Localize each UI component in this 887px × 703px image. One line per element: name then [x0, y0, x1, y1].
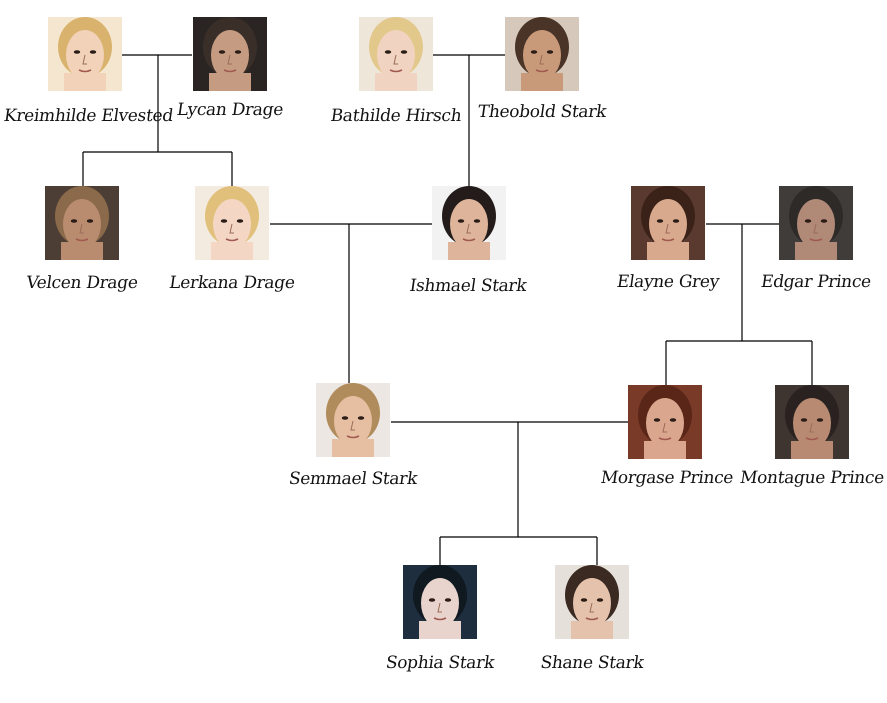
portrait-sophia: [403, 565, 477, 639]
person-name-shane: Shane Stark: [539, 653, 645, 673]
portrait-montague: [775, 385, 849, 459]
portrait-edgar: [779, 186, 853, 260]
person-name-sophia: Sophia Stark: [384, 653, 496, 673]
portrait-morgase: [628, 385, 702, 459]
portrait-lycan: [193, 17, 267, 91]
person-name-velcen: Velcen Drage: [24, 273, 140, 293]
person-name-morgase: Morgase Prince: [599, 468, 735, 488]
person-name-elayne: Elayne Grey: [615, 272, 721, 292]
person-name-semmael: Semmael Stark: [287, 469, 419, 489]
portrait-theobold: [505, 17, 579, 91]
portrait-bathilde: [359, 17, 433, 91]
portrait-kreimhilde: [48, 17, 122, 91]
person-name-ishmael: Ishmael Stark: [408, 276, 528, 296]
portrait-lerkana: [195, 186, 269, 260]
person-name-theobold: Theobold Stark: [476, 102, 608, 122]
person-name-kreimhilde: Kreimhilde Elvested: [2, 106, 175, 126]
person-name-montague: Montague Prince: [738, 468, 886, 488]
person-name-edgar: Edgar Prince: [759, 272, 873, 292]
portrait-elayne: [631, 186, 705, 260]
portrait-ishmael: [432, 186, 506, 260]
portrait-velcen: [45, 186, 119, 260]
person-name-lerkana: Lerkana Drage: [167, 273, 297, 293]
person-name-lycan: Lycan Drage: [175, 100, 285, 120]
portrait-shane: [555, 565, 629, 639]
person-name-bathilde: Bathilde Hirsch: [329, 106, 463, 126]
portrait-semmael: [316, 383, 390, 457]
